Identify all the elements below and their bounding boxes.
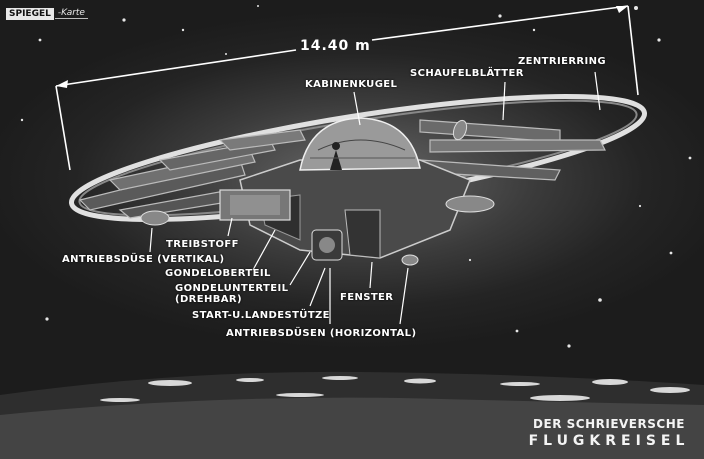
brand-name: SPIEGEL [6, 7, 54, 20]
stars [20, 5, 692, 348]
blades [78, 119, 606, 219]
label-fenster: FENSTER [340, 292, 394, 303]
gondola [219, 159, 471, 261]
figure-title: DER SCHRIEVERSCHE FLUGKREISEL [520, 417, 698, 449]
label-treibstoff: TREIBSTOFF [166, 239, 239, 250]
nozzles [140, 119, 495, 266]
label-gondelunterteil: GONDELUNTERTEIL (DREHBAR) [175, 283, 289, 305]
water-surface [0, 371, 704, 459]
leader-lines [149, 71, 601, 325]
label-zentrierring: ZENTRIERRING [518, 56, 607, 67]
title-line-2: FLUGKREISEL [528, 433, 690, 449]
dimension-label: 14.40 m [300, 38, 371, 54]
label-start-landestuetze: START-U.LANDESTÜTZE [192, 310, 330, 321]
brand-suffix: -Karte [54, 8, 88, 19]
label-kabinenkugel: KABINENKUGEL [305, 79, 398, 90]
title-line-1: DER SCHRIEVERSCHE [533, 417, 685, 431]
dimension-line [55, 5, 639, 171]
label-schaufelblaetter: SCHAUFELBLÄTTER [410, 68, 524, 79]
label-antriebsduesen-horizontal: ANTRIEBSDÜSEN (HORIZONTAL) [226, 328, 417, 339]
spiegel-karte-badge: SPIEGEL -Karte [6, 5, 88, 22]
label-antriebsduese-vertikal: ANTRIEBSDÜSE (VERTIKAL) [62, 254, 225, 265]
cabin-dome [299, 117, 421, 171]
label-gondeloberteil: GONDELOBERTEIL [165, 268, 271, 279]
